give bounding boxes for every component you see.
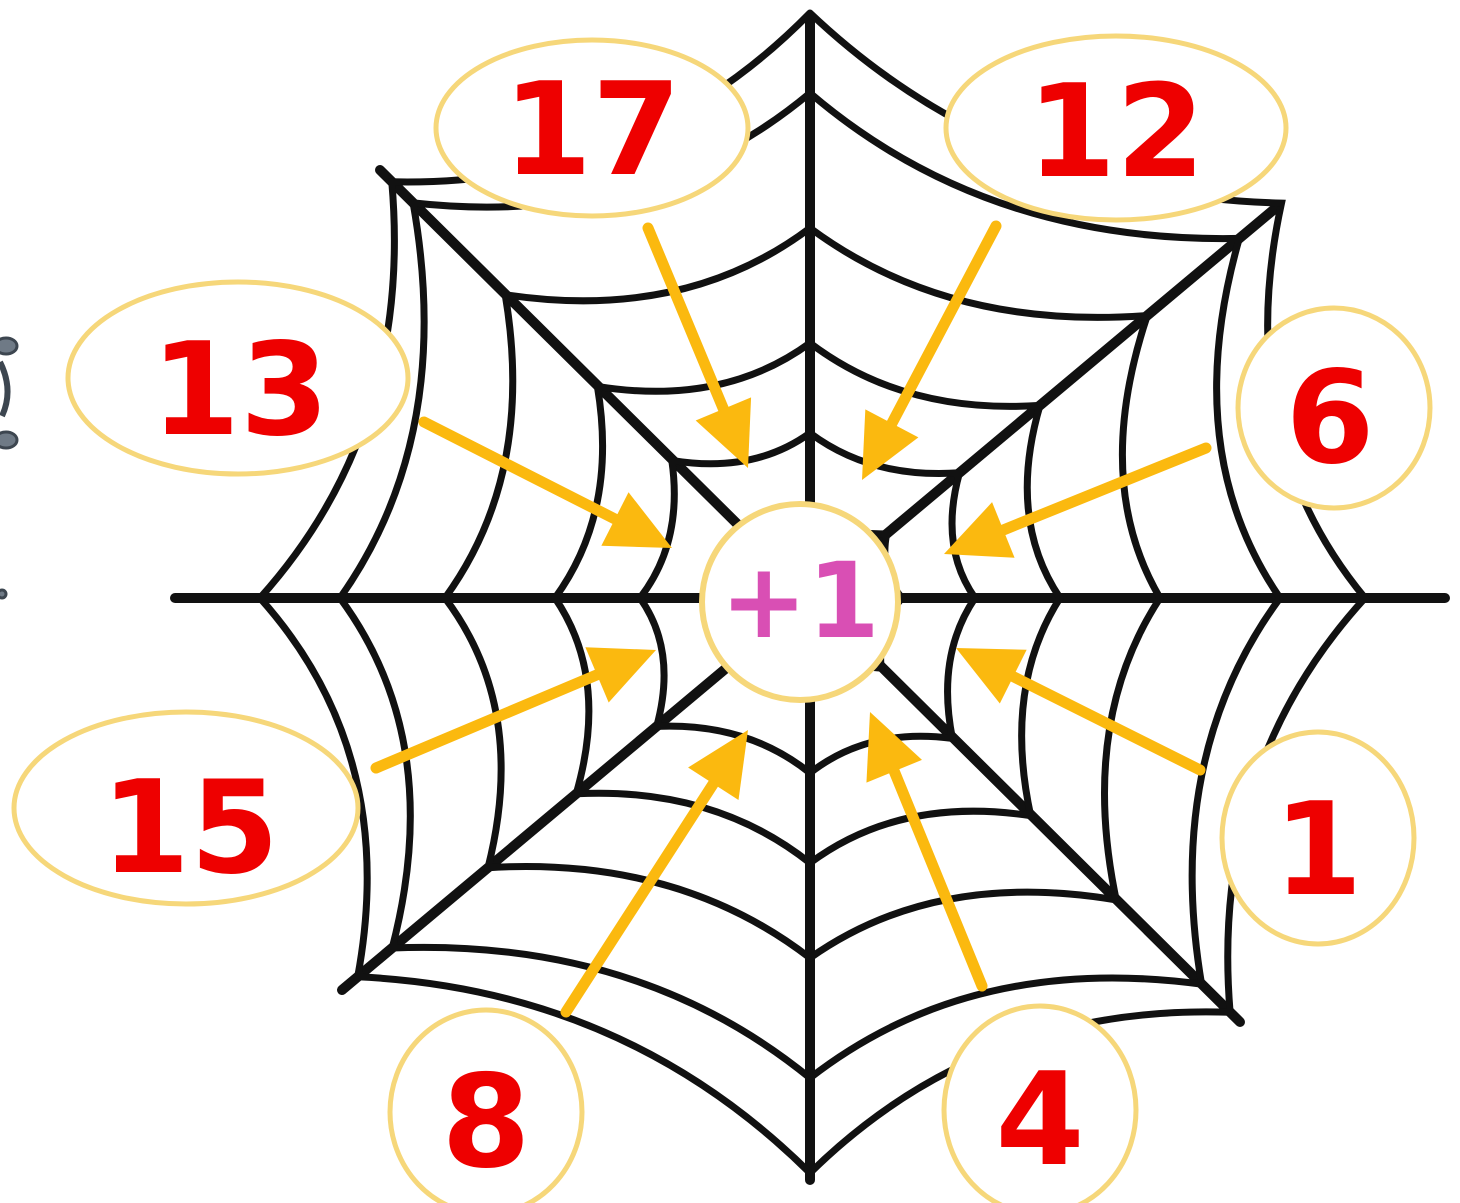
arrow-shaft — [892, 226, 996, 423]
arrow — [424, 422, 672, 548]
arrow-shaft — [894, 771, 982, 986]
arrow-head — [688, 730, 748, 800]
center-node: +1 — [702, 504, 898, 700]
number-bubble-4: 4 — [944, 1006, 1136, 1203]
number-bubble-8: 8 — [390, 1010, 582, 1203]
number-label: 15 — [101, 754, 279, 903]
arrow — [648, 228, 751, 468]
number-bubble-1: 1 — [1222, 732, 1414, 944]
number-label: 4 — [995, 1046, 1084, 1195]
number-bubble-6: 6 — [1238, 308, 1430, 508]
number-bubble-15: 15 — [14, 712, 358, 904]
number-label: 17 — [503, 56, 681, 205]
arrow — [376, 647, 656, 768]
number-label: 13 — [151, 316, 329, 465]
arrow — [956, 648, 1200, 770]
number-label: 8 — [441, 1048, 530, 1197]
arrow — [944, 448, 1206, 558]
spider-icon — [0, 338, 17, 598]
arrow-shaft — [376, 675, 597, 768]
number-label: 12 — [1027, 58, 1205, 207]
arrow-shaft — [648, 228, 723, 409]
arrow-shaft — [424, 422, 615, 519]
arrow-shaft — [566, 784, 713, 1012]
arrow — [862, 226, 996, 480]
number-bubble-12: 12 — [946, 36, 1286, 220]
number-label: 1 — [1273, 776, 1362, 925]
number-label: 6 — [1285, 344, 1374, 493]
center-operation-label: +1 — [720, 540, 880, 662]
number-bubble-17: 17 — [436, 40, 748, 216]
number-bubble-13: 13 — [68, 282, 408, 474]
arrow-shaft — [1003, 448, 1206, 530]
